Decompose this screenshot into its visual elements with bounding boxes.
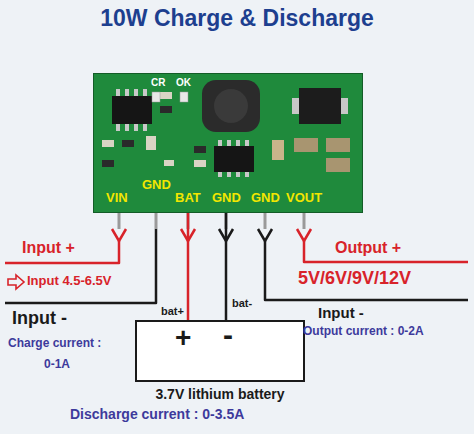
current-note: Charge current : — [8, 337, 101, 351]
current-note: Output current : 0-2A — [303, 325, 424, 339]
output-voltages: 5V/6V/9V/12V — [298, 268, 411, 289]
wire-label: bat+ — [160, 305, 185, 318]
pin-label: GND — [212, 191, 241, 206]
wire-label: bat- — [231, 297, 253, 310]
output-label: Output + — [335, 239, 401, 257]
diagram-title: 10W Charge & Discharge — [0, 5, 474, 31]
current-note: Discharge current : 0-3.5A — [70, 406, 244, 422]
current-value: 0-1A — [44, 358, 70, 372]
pin-label: GND — [251, 191, 280, 206]
input-label: Input - — [12, 308, 67, 329]
pin-label: VOUT — [286, 191, 322, 206]
input-label: Input + — [22, 239, 75, 257]
pcb-module: CR OK VIN GND BAT GND GND VOUT — [93, 73, 363, 213]
input-label: Input - — [318, 304, 364, 321]
red-wires — [5, 229, 468, 263]
pin-label: GND — [142, 178, 171, 193]
pin-label: BAT — [175, 191, 201, 206]
black-wires — [5, 229, 468, 303]
led-label: OK — [176, 77, 191, 89]
input-arrow-symbol — [8, 275, 24, 289]
pin-label: VIN — [106, 191, 128, 206]
led-label: CR — [151, 77, 165, 89]
polarity-mark: + — [175, 322, 191, 354]
battery-caption: 3.7V lithium battery — [112, 386, 328, 402]
polarity-mark: - — [223, 318, 233, 353]
voltage-range: Input 4.5-6.5V — [27, 274, 112, 289]
battery-box: +-3.7V lithium battery — [135, 320, 305, 382]
battery-wire — [225, 213, 228, 320]
battery-wire — [187, 213, 190, 320]
header-pins — [119, 212, 304, 229]
